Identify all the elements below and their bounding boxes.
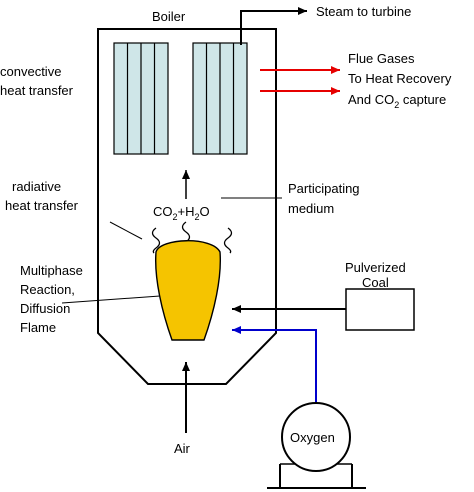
radiation-squiggle-center: [181, 221, 191, 243]
participating-label-2: medium: [288, 201, 334, 216]
flue-gases-label-2: To Heat Recovery: [348, 71, 452, 86]
oxygen-feed-line: [232, 326, 317, 408]
boiler-label: Boiler: [152, 9, 186, 24]
radiation-squiggle-left: [151, 227, 161, 254]
multiphase-label-1: Multiphase: [20, 263, 83, 278]
radiative-leader: [109, 221, 143, 240]
participating-label-1: Participating: [288, 181, 360, 196]
radiative-label-2: heat transfer: [5, 198, 79, 213]
radiative-label-1: radiative: [12, 179, 61, 194]
multiphase-leader: [61, 295, 161, 304]
reaction-equation: CO2+H2O: [153, 204, 210, 222]
multiphase-label-2: Reaction,: [20, 282, 75, 297]
pulverized-label-2: Coal: [362, 275, 389, 290]
radiation-squiggle-right: [223, 227, 233, 254]
oxygen-tank: [267, 402, 366, 489]
multiphase-label-4: Flame: [20, 320, 56, 335]
heat-exchanger-right: [192, 42, 248, 155]
steam-arrow: [240, 7, 307, 45]
oxygen-label: Oxygen: [290, 430, 335, 445]
steam-label: Steam to turbine: [316, 4, 411, 19]
convective-label-2: heat transfer: [0, 83, 74, 98]
flue-gases-label-3: And CO2 capture: [348, 92, 446, 110]
flame: [154, 240, 222, 341]
heat-exchanger-left: [113, 42, 169, 155]
pulverized-label-1: Pulverized: [345, 260, 406, 275]
convective-label-1: convective: [0, 64, 61, 79]
air-label: Air: [174, 441, 191, 456]
multiphase-label-3: Diffusion: [20, 301, 70, 316]
pulverized-coal-box: [345, 288, 415, 331]
boiler-vessel: [97, 28, 277, 385]
flue-gases-label-1: Flue Gases: [348, 51, 415, 66]
